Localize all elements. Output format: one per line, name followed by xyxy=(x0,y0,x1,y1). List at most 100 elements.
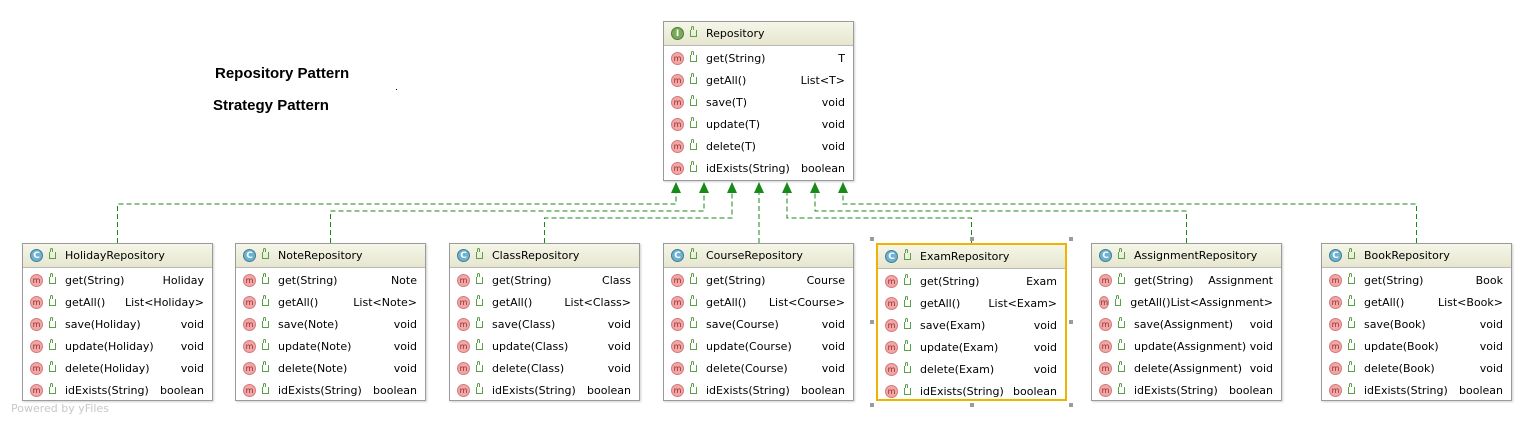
method-icon: m xyxy=(1329,339,1342,353)
method-return-type: void xyxy=(1249,361,1273,375)
method-signature: delete(Holiday) xyxy=(65,361,150,375)
selection-handle[interactable] xyxy=(870,320,874,324)
public-visibility-icon xyxy=(476,272,483,284)
realization-edge[interactable] xyxy=(786,193,972,243)
realization-edge[interactable] xyxy=(330,193,705,243)
selection-handle[interactable] xyxy=(969,403,974,407)
realization-edge[interactable] xyxy=(544,193,733,243)
public-visibility-icon xyxy=(904,361,911,373)
public-visibility-icon xyxy=(1118,338,1125,350)
public-visibility-icon xyxy=(262,272,269,284)
method-icon: m xyxy=(243,361,256,375)
method-return-type: void xyxy=(1033,362,1057,376)
method-icon: m xyxy=(671,117,684,131)
method-signature: idExists(String) xyxy=(492,383,576,397)
public-visibility-icon xyxy=(49,316,56,328)
method-return-type: boolean xyxy=(1459,383,1503,397)
realization-edge[interactable] xyxy=(842,193,1417,243)
public-visibility-icon xyxy=(690,116,697,128)
selection-handle[interactable] xyxy=(1069,237,1073,241)
method-return-type: void xyxy=(821,317,845,331)
selection-handle[interactable] xyxy=(969,237,974,241)
method-icon: m xyxy=(1099,317,1112,331)
class-icon: C xyxy=(457,249,470,262)
method-signature: delete(Book) xyxy=(1364,361,1435,375)
method-return-type: void xyxy=(1033,340,1057,354)
selection-handle[interactable] xyxy=(870,403,874,407)
realization-edge[interactable] xyxy=(117,193,677,243)
method-icon: m xyxy=(30,339,43,353)
realization-edge[interactable] xyxy=(814,193,1187,243)
selection-handle[interactable] xyxy=(1069,403,1073,407)
selection-handle[interactable] xyxy=(870,237,874,241)
method-icon: m xyxy=(457,317,470,331)
method-return-type: boolean xyxy=(587,383,631,397)
method-return-type: Assignment xyxy=(1208,273,1273,287)
selection-handle[interactable] xyxy=(1069,320,1073,324)
public-visibility-icon xyxy=(690,248,697,259)
method-icon: m xyxy=(1329,361,1342,375)
method-return-type: Course xyxy=(806,273,845,287)
method-signature: getAll() xyxy=(492,295,533,309)
